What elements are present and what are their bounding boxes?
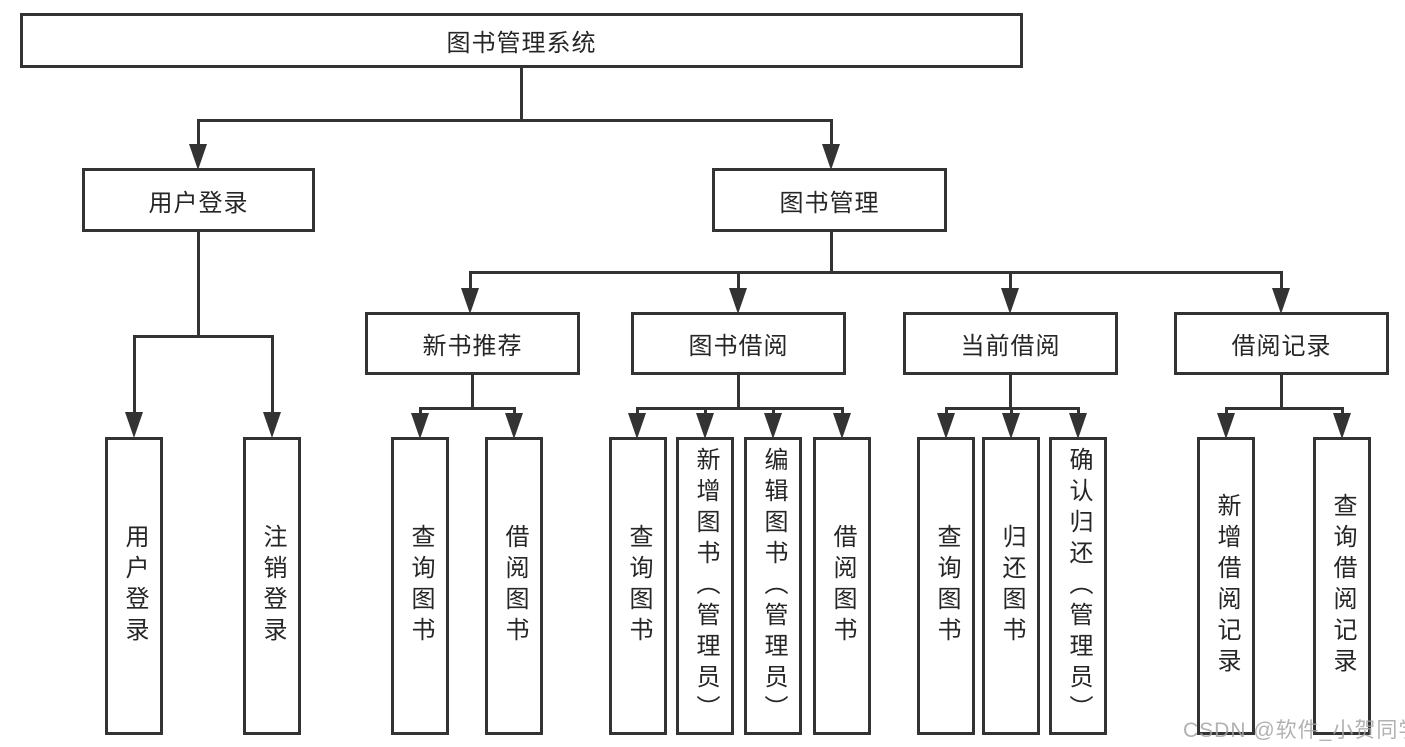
- arrow-down-icon: [696, 413, 714, 439]
- arrow-down-icon: [411, 413, 429, 439]
- connector-line: [469, 271, 472, 290]
- node-book-management: 图书管理: [712, 168, 947, 232]
- node-borrow-records-label: 借阅记录: [1231, 333, 1332, 360]
- connector-line: [841, 407, 844, 415]
- connector-line: [704, 407, 707, 415]
- arrow-down-icon: [125, 412, 143, 438]
- leaf-return-books-label: 归还图书: [998, 524, 1025, 648]
- arrow-down-icon: [189, 144, 207, 170]
- node-book-borrowing: 图书借阅: [631, 312, 846, 375]
- node-root: 图书管理系统: [20, 13, 1023, 68]
- connector-line: [1280, 271, 1283, 290]
- arrow-down-icon: [937, 413, 955, 439]
- leaf-query-borrow-record-label: 查询借阅记录: [1329, 493, 1356, 679]
- connector-line: [1009, 375, 1012, 407]
- connector-line: [830, 119, 833, 146]
- arrow-down-icon: [1217, 413, 1235, 439]
- leaf-user-login: 用户登录: [105, 437, 163, 735]
- leaf-borrow-books-label: 借阅图书: [829, 524, 856, 648]
- leaf-edit-books-admin-label: 编辑图书（管理员）: [760, 446, 787, 726]
- arrow-down-icon: [1333, 413, 1351, 439]
- connector-line: [1280, 375, 1283, 407]
- arrow-down-icon: [1069, 413, 1087, 439]
- leaf-borrow-books-recommend: 借阅图书: [485, 437, 543, 735]
- node-user-login-label: 用户登录: [148, 189, 249, 217]
- connector-line: [945, 407, 948, 415]
- leaf-query-books-current-label: 查询图书: [933, 524, 960, 648]
- leaf-borrow-books-recommend-label: 借阅图书: [501, 524, 528, 648]
- csdn-watermark: CSDN @软件_小贺同学: [1183, 719, 1405, 742]
- arrow-down-icon: [729, 288, 747, 314]
- connector-line: [636, 407, 844, 410]
- connector-line: [197, 119, 200, 146]
- leaf-confirm-return-admin-label: 确认归还（管理员）: [1065, 446, 1092, 726]
- node-borrow-records: 借阅记录: [1174, 312, 1389, 375]
- arrow-down-icon: [822, 144, 840, 170]
- arrow-down-icon: [263, 412, 281, 438]
- leaf-query-books-borrowing: 查询图书: [609, 437, 667, 735]
- leaf-add-borrow-record: 新增借阅记录: [1197, 437, 1255, 735]
- leaf-query-borrow-record: 查询借阅记录: [1313, 437, 1371, 735]
- connector-line: [1009, 271, 1012, 290]
- leaf-query-books-borrowing-label: 查询图书: [625, 524, 652, 648]
- leaf-return-books: 归还图书: [982, 437, 1040, 735]
- arrow-down-icon: [1001, 288, 1019, 314]
- arrow-down-icon: [833, 413, 851, 439]
- arrow-down-icon: [1002, 413, 1020, 439]
- leaf-add-borrow-record-label: 新增借阅记录: [1213, 493, 1240, 679]
- leaf-logout: 注销登录: [243, 437, 301, 735]
- arrow-down-icon: [1272, 288, 1290, 314]
- arrow-down-icon: [628, 413, 646, 439]
- connector-line: [133, 335, 274, 338]
- arrow-down-icon: [461, 288, 479, 314]
- connector-line: [419, 407, 422, 415]
- node-new-book-recommend: 新书推荐: [365, 312, 580, 375]
- connector-line: [271, 335, 274, 414]
- node-current-borrowing: 当前借阅: [903, 312, 1118, 375]
- connector-line: [513, 407, 516, 415]
- leaf-confirm-return-admin: 确认归还（管理员）: [1049, 437, 1107, 735]
- node-book-borrowing-label: 图书借阅: [688, 333, 789, 360]
- connector-line: [1341, 407, 1344, 415]
- leaf-add-books-admin: 新增图书（管理员）: [676, 437, 734, 735]
- leaf-query-books-current: 查询图书: [917, 437, 975, 735]
- connector-line: [1225, 407, 1228, 415]
- leaf-user-login-label: 用户登录: [121, 524, 148, 648]
- leaf-add-books-admin-label: 新增图书（管理员）: [692, 446, 719, 726]
- connector-line: [471, 375, 474, 407]
- connector-line: [737, 375, 740, 407]
- node-new-book-recommend-label: 新书推荐: [422, 333, 523, 360]
- connector-line: [1077, 407, 1080, 415]
- leaf-edit-books-admin: 编辑图书（管理员）: [744, 437, 802, 735]
- connector-line: [830, 232, 833, 271]
- connector-line: [737, 271, 740, 290]
- connector-line: [772, 407, 775, 415]
- connector-line: [1010, 407, 1013, 415]
- connector-line: [197, 232, 200, 335]
- leaf-query-books-recommend-label: 查询图书: [407, 524, 434, 648]
- connector-line: [520, 68, 523, 119]
- node-root-label: 图书管理系统: [446, 30, 597, 57]
- node-book-management-label: 图书管理: [779, 189, 880, 217]
- leaf-query-books-recommend: 查询图书: [391, 437, 449, 735]
- arrow-down-icon: [505, 413, 523, 439]
- node-current-borrowing-label: 当前借阅: [960, 333, 1061, 360]
- node-user-login: 用户登录: [82, 168, 315, 232]
- leaf-borrow-books: 借阅图书: [813, 437, 871, 735]
- leaf-logout-label: 注销登录: [259, 524, 286, 648]
- connector-line: [469, 271, 1283, 274]
- connector-line: [1225, 407, 1344, 410]
- arrow-down-icon: [764, 413, 782, 439]
- connector-line: [636, 407, 639, 415]
- connector-line: [197, 119, 833, 122]
- connector-line: [133, 335, 136, 414]
- connector-line: [419, 407, 516, 410]
